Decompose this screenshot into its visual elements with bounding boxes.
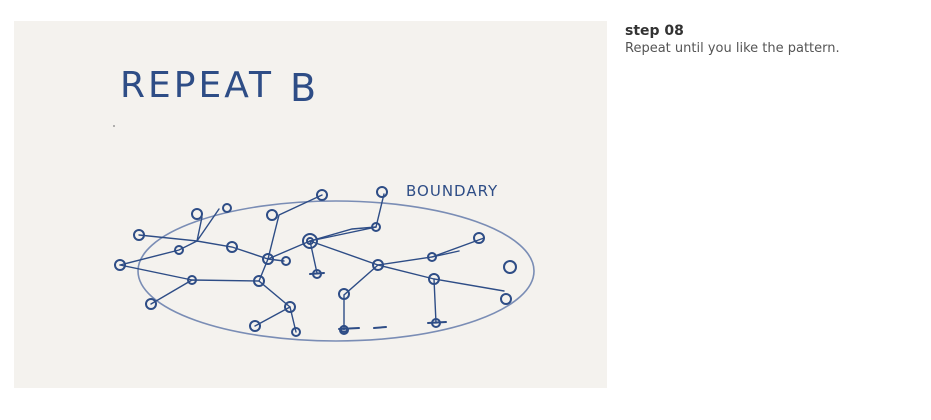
step-title: step 08: [625, 23, 684, 39]
network-nodes: [114, 186, 517, 337]
sketch-heading: REPEAT: [120, 65, 274, 106]
boundary-label: BOUNDARY: [406, 182, 498, 200]
sketch-image: REPEAT B BOUNDARY: [14, 21, 607, 388]
step-caption: step 08 Repeat until you like the patter…: [625, 22, 925, 58]
sketch-marks: [309, 272, 447, 330]
step-description: Repeat until you like the pattern.: [625, 41, 840, 56]
hand-drawn-sketch: REPEAT B BOUNDARY: [113, 65, 535, 342]
boundary-ellipse: [137, 200, 535, 342]
paper-speck: [113, 125, 115, 127]
sketch-heading-mark: B: [290, 66, 316, 110]
network-lines: [119, 193, 505, 333]
